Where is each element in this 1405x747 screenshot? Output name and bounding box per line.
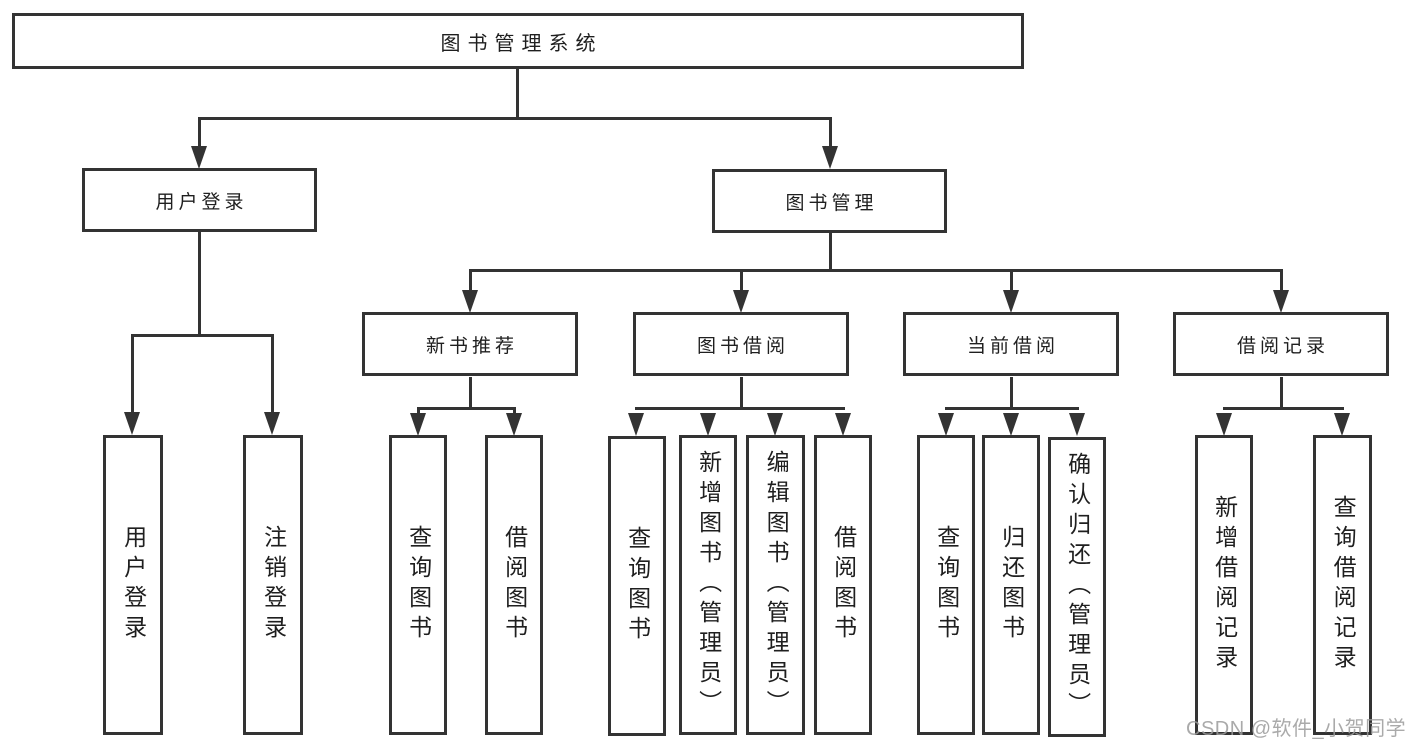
connector-user-login-stem [198,232,201,336]
arrow-down-icon [767,413,783,436]
leaf-query-books-current-label: 查询图书 [933,525,960,645]
leaf-borrow-books: 借阅图书 [814,435,872,735]
node-book-borrowing: 图书借阅 [633,312,849,376]
arrow-down-icon [733,290,749,313]
leaf-return-books: 归还图书 [982,435,1040,735]
leaf-query-books-current: 查询图书 [917,435,975,735]
connector-root-stem [516,69,519,119]
arrow-down-icon [628,413,644,436]
connector-branch [417,407,516,410]
node-book-borrowing-label: 图书借阅 [696,335,789,357]
connector-drop-user-login [198,117,201,149]
leaf-query-borrow-record: 查询借阅记录 [1313,435,1372,735]
leaf-edit-books-admin-label: 编辑图书（管理员） [763,450,790,720]
arrow-down-icon [700,413,716,436]
connector-drop [131,334,134,414]
node-book-management-label: 图书管理 [785,192,878,214]
arrow-down-icon [1003,413,1019,436]
leaf-add-books-admin-label: 新增图书（管理员） [695,450,722,720]
node-user-login: 用户登录 [82,168,317,232]
node-current-borrowing: 当前借阅 [903,312,1119,376]
arrow-down-icon [1216,413,1232,436]
arrow-down-icon [835,413,851,436]
leaf-add-borrow-record: 新增借阅记录 [1195,435,1253,735]
arrow-down-icon [462,290,478,313]
arrow-down-icon [822,146,838,169]
connector-branch [945,407,1079,410]
leaf-query-borrow-record-label: 查询借阅记录 [1330,495,1357,675]
arrow-down-icon [1069,413,1085,436]
arrow-down-icon [124,412,140,435]
leaf-query-books-borrow: 查询图书 [608,436,666,736]
node-borrowing-records-label: 借阅记录 [1236,335,1329,357]
arrow-down-icon [410,413,426,436]
arrow-down-icon [191,146,207,169]
arrow-down-icon [506,413,522,436]
arrow-down-icon [1003,290,1019,313]
connector-drop-book-management [829,117,832,149]
connector-drop [417,407,420,417]
connector-branch [1223,407,1344,410]
connector-drop [271,334,274,414]
leaf-query-books-recommend-label: 查询图书 [405,525,432,645]
connector-stem [1010,377,1013,409]
connector-root-branch [198,117,831,120]
connector-user-login-branch [131,334,274,337]
leaf-query-books-recommend: 查询图书 [389,435,447,735]
node-user-login-label: 用户登录 [155,191,248,213]
arrow-down-icon [938,413,954,436]
leaf-borrow-books-recommend-label: 借阅图书 [501,525,528,645]
leaf-logout-label: 注销登录 [260,525,287,645]
leaf-user-login-label: 用户登录 [120,525,147,645]
connector-drop [1280,269,1283,293]
connector-stem [469,377,472,409]
leaf-add-borrow-record-label: 新增借阅记录 [1211,495,1238,675]
connector-book-management-branch [469,269,1283,272]
connector-stem [740,377,743,409]
leaf-edit-books-admin: 编辑图书（管理员） [746,435,805,735]
connector-drop [740,269,743,293]
node-borrowing-records: 借阅记录 [1173,312,1389,376]
leaf-user-login: 用户登录 [103,435,163,735]
connector-book-management-stem [829,233,832,271]
leaf-return-books-label: 归还图书 [998,525,1025,645]
leaf-borrow-books-label: 借阅图书 [830,525,857,645]
node-book-management: 图书管理 [712,169,947,233]
connector-drop [469,269,472,293]
leaf-logout: 注销登录 [243,435,303,735]
csdn-watermark: CSDN @软件_小贺同学 [1186,718,1405,740]
connector-drop [1010,269,1013,293]
leaf-add-books-admin: 新增图书（管理员） [679,435,737,735]
node-root-label: 图书管理系统 [440,32,603,55]
connector-branch [635,407,845,410]
connector-stem [1280,377,1283,409]
arrow-down-icon [1273,290,1289,313]
node-root: 图书管理系统 [12,13,1024,69]
connector-drop [513,407,516,417]
leaf-query-books-borrow-label: 查询图书 [624,526,651,646]
arrow-down-icon [264,412,280,435]
leaf-borrow-books-recommend: 借阅图书 [485,435,543,735]
leaf-confirm-return-admin: 确认归还（管理员） [1048,437,1106,737]
node-new-book-recommendation-label: 新书推荐 [425,335,518,357]
node-new-book-recommendation: 新书推荐 [362,312,578,376]
arrow-down-icon [1334,413,1350,436]
leaf-confirm-return-admin-label: 确认归还（管理员） [1064,452,1091,722]
node-current-borrowing-label: 当前借阅 [966,335,1059,357]
